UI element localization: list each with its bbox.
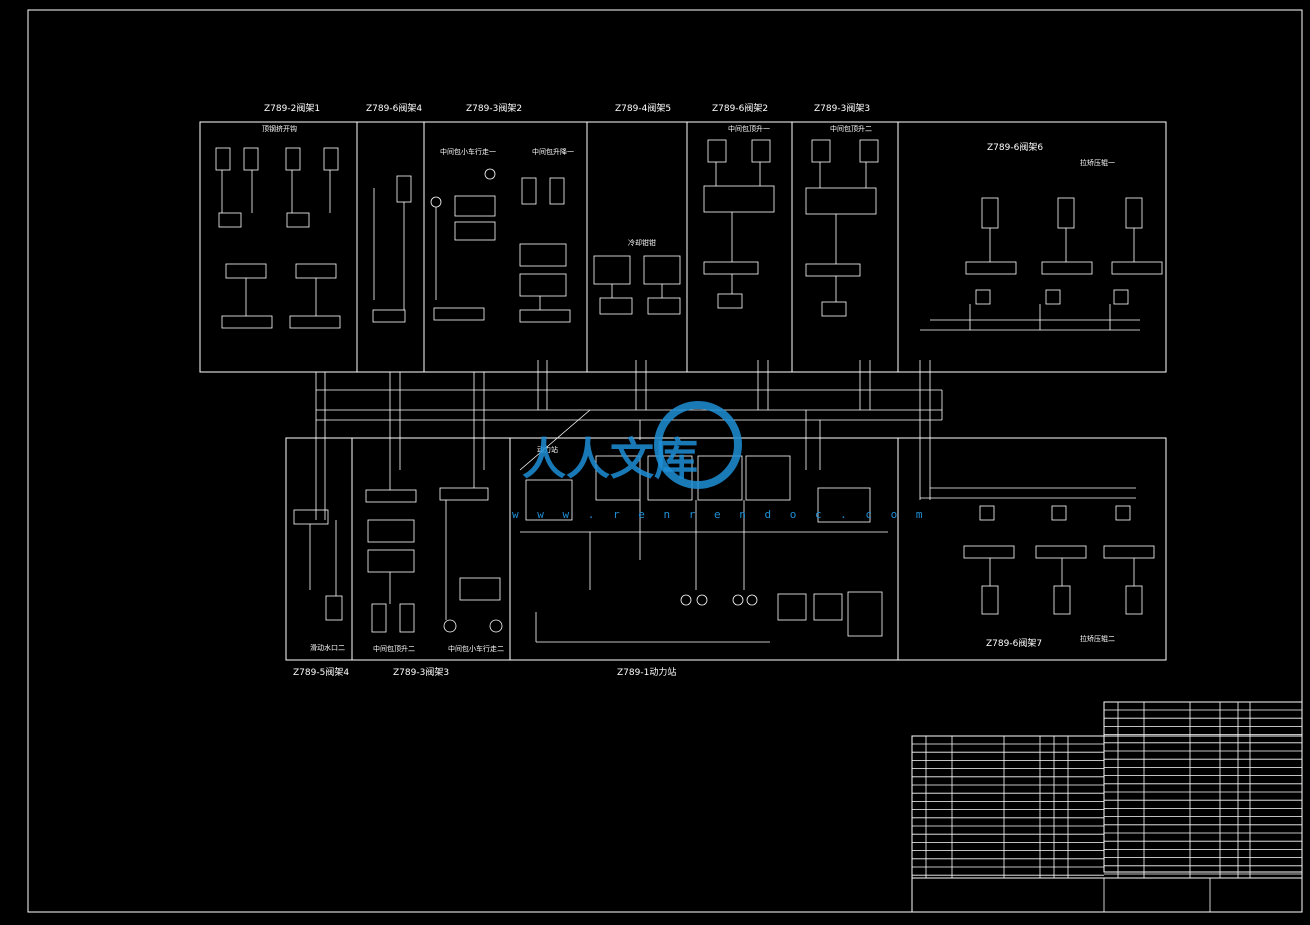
- group-sub-bottom-3: 中间包小车行走二: [448, 644, 504, 653]
- group-title-bottom-4: Z789-6阀架7: [986, 638, 1042, 649]
- bottom-panel: [285, 437, 1167, 661]
- mid-label: 中间包升降一: [532, 147, 574, 156]
- group-title-top-5: Z789-6阀架2: [712, 103, 768, 114]
- group-sub-bottom-2: 中间包顶升二: [373, 644, 415, 653]
- group-title-top-1: Z789-2阀架1: [264, 103, 320, 114]
- watermark: 人人文库 w w w . r e n r e n d o c . c o m: [512, 401, 929, 521]
- group-sub-top-4: 冷却钳钳: [628, 238, 656, 247]
- group-title-top-4: Z789-4阀架5: [615, 103, 671, 114]
- group-title-bottom-1: Z789-5阀架4: [293, 667, 349, 678]
- group-title-bottom-3: Z789-1动力站: [617, 666, 676, 678]
- watermark-logo-text: 人人文库: [522, 434, 698, 485]
- group-sub-bottom-1: 滑动水口二: [310, 643, 345, 652]
- power-unit-label: 动力站: [537, 445, 558, 454]
- pressure-bus-lines: [315, 360, 943, 520]
- watermark-logo-ring: [654, 401, 742, 489]
- group-sub-top-3: 中间包小车行走一: [440, 147, 496, 156]
- group-title-top-3: Z789-3阀架2: [466, 103, 522, 114]
- group-sub-top-5: 中间包顶升一: [728, 124, 770, 133]
- drawing-border: [27, 9, 1303, 913]
- group-title-top-6: Z789-3阀架3: [814, 103, 870, 114]
- bottom-components: [293, 455, 1155, 643]
- parts-list: [911, 701, 1303, 913]
- top-components: [215, 139, 1163, 331]
- group-sub-top-1: 顶钢挤开钩: [262, 124, 297, 133]
- group-title-bottom-2: Z789-3阀架3: [393, 667, 449, 678]
- top-panel: [199, 121, 1167, 373]
- group-sub-top-7: 拉矫压辊一: [1080, 158, 1115, 167]
- group-sub-top-6: 中间包顶升二: [830, 124, 872, 133]
- group-title-top-7: Z789-6阀架6: [987, 142, 1043, 153]
- parts-list-rows: [912, 702, 1302, 878]
- group-sub-bottom-4: 拉矫压辊二: [1080, 634, 1115, 643]
- watermark-url: w w w . r e n r e n d o c . c o m: [512, 508, 929, 521]
- group-title-top-2: Z789-6阀架4: [366, 103, 422, 114]
